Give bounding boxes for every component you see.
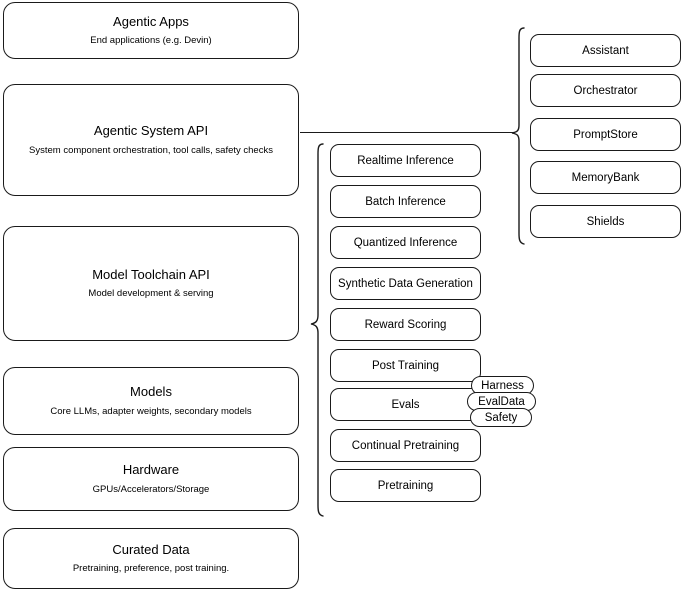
- layer-title: Hardware: [122, 462, 180, 478]
- evals-subcomponent-label: Harness: [481, 379, 524, 392]
- toolchain-item-label: Evals: [391, 398, 420, 411]
- layer-box-hardware[interactable]: Hardware GPUs/Accelerators/Storage: [3, 447, 299, 511]
- system-component-shields[interactable]: Shields: [530, 205, 681, 238]
- evals-subcomponent-evaldata[interactable]: EvalData: [467, 392, 536, 411]
- toolchain-item-label: Pretraining: [377, 479, 434, 492]
- toolchain-item-label: Reward Scoring: [364, 318, 447, 331]
- layer-subtitle: Pretraining, preference, post training.: [72, 563, 230, 575]
- layer-title: Models: [130, 384, 172, 400]
- toolchain-item-label: Quantized Inference: [353, 236, 458, 249]
- toolchain-item-evals[interactable]: Evals: [330, 388, 481, 421]
- toolchain-item-label: Post Training: [371, 359, 440, 372]
- layer-box-models[interactable]: Models Core LLMs, adapter weights, secon…: [3, 367, 299, 435]
- system-component-assistant[interactable]: Assistant: [530, 34, 681, 67]
- system-component-label: MemoryBank: [571, 171, 640, 184]
- layer-box-agentic-apps[interactable]: Agentic Apps End applications (e.g. Devi…: [3, 2, 299, 59]
- toolchain-item-label: Batch Inference: [365, 195, 446, 208]
- toolchain-item-quantized-inference[interactable]: Quantized Inference: [330, 226, 481, 259]
- system-component-label: Orchestrator: [573, 84, 638, 97]
- toolchain-item-label: Continual Pretraining: [351, 439, 460, 452]
- brace-toolchain: [310, 143, 324, 517]
- layer-box-model-toolchain-api[interactable]: Model Toolchain API Model development & …: [3, 226, 299, 341]
- toolchain-item-batch-inference[interactable]: Batch Inference: [330, 185, 481, 218]
- system-component-label: Assistant: [582, 44, 629, 57]
- toolchain-item-post-training[interactable]: Post Training: [330, 349, 481, 382]
- toolchain-item-pretraining[interactable]: Pretraining: [330, 469, 481, 502]
- system-component-promptstore[interactable]: PromptStore: [530, 118, 681, 151]
- system-component-memorybank[interactable]: MemoryBank: [530, 161, 681, 194]
- toolchain-item-continual-pretraining[interactable]: Continual Pretraining: [330, 429, 481, 462]
- evals-subcomponent-label: Safety: [484, 411, 518, 424]
- evals-subcomponent-label: EvalData: [478, 395, 525, 408]
- connector-line-system-api: [300, 132, 513, 134]
- layer-subtitle: Core LLMs, adapter weights, secondary mo…: [50, 405, 252, 417]
- evals-subcomponent-safety[interactable]: Safety: [470, 408, 532, 427]
- layer-box-curated-data[interactable]: Curated Data Pretraining, preference, po…: [3, 528, 299, 589]
- toolchain-item-reward-scoring[interactable]: Reward Scoring: [330, 308, 481, 341]
- layer-title: Model Toolchain API: [92, 266, 210, 282]
- layer-subtitle: End applications (e.g. Devin): [90, 35, 212, 47]
- layer-title: Curated Data: [112, 541, 190, 557]
- toolchain-item-label: Realtime Inference: [357, 154, 454, 167]
- system-component-orchestrator[interactable]: Orchestrator: [530, 74, 681, 107]
- layer-subtitle: GPUs/Accelerators/Storage: [92, 483, 210, 495]
- system-component-label: Shields: [586, 215, 625, 228]
- layer-title: Agentic Apps: [113, 13, 189, 29]
- toolchain-item-synthetic-data-generation[interactable]: Synthetic Data Generation: [330, 267, 481, 300]
- toolchain-item-realtime-inference[interactable]: Realtime Inference: [330, 144, 481, 177]
- toolchain-item-label: Synthetic Data Generation: [338, 277, 473, 290]
- layer-title: Agentic System API: [93, 123, 209, 139]
- system-component-label: PromptStore: [573, 128, 638, 141]
- layer-subtitle: Model development & serving: [88, 288, 214, 300]
- brace-system-components: [511, 27, 525, 245]
- layer-box-agentic-system-api[interactable]: Agentic System API System component orch…: [3, 84, 299, 196]
- layer-subtitle: System component orchestration, tool cal…: [29, 144, 273, 156]
